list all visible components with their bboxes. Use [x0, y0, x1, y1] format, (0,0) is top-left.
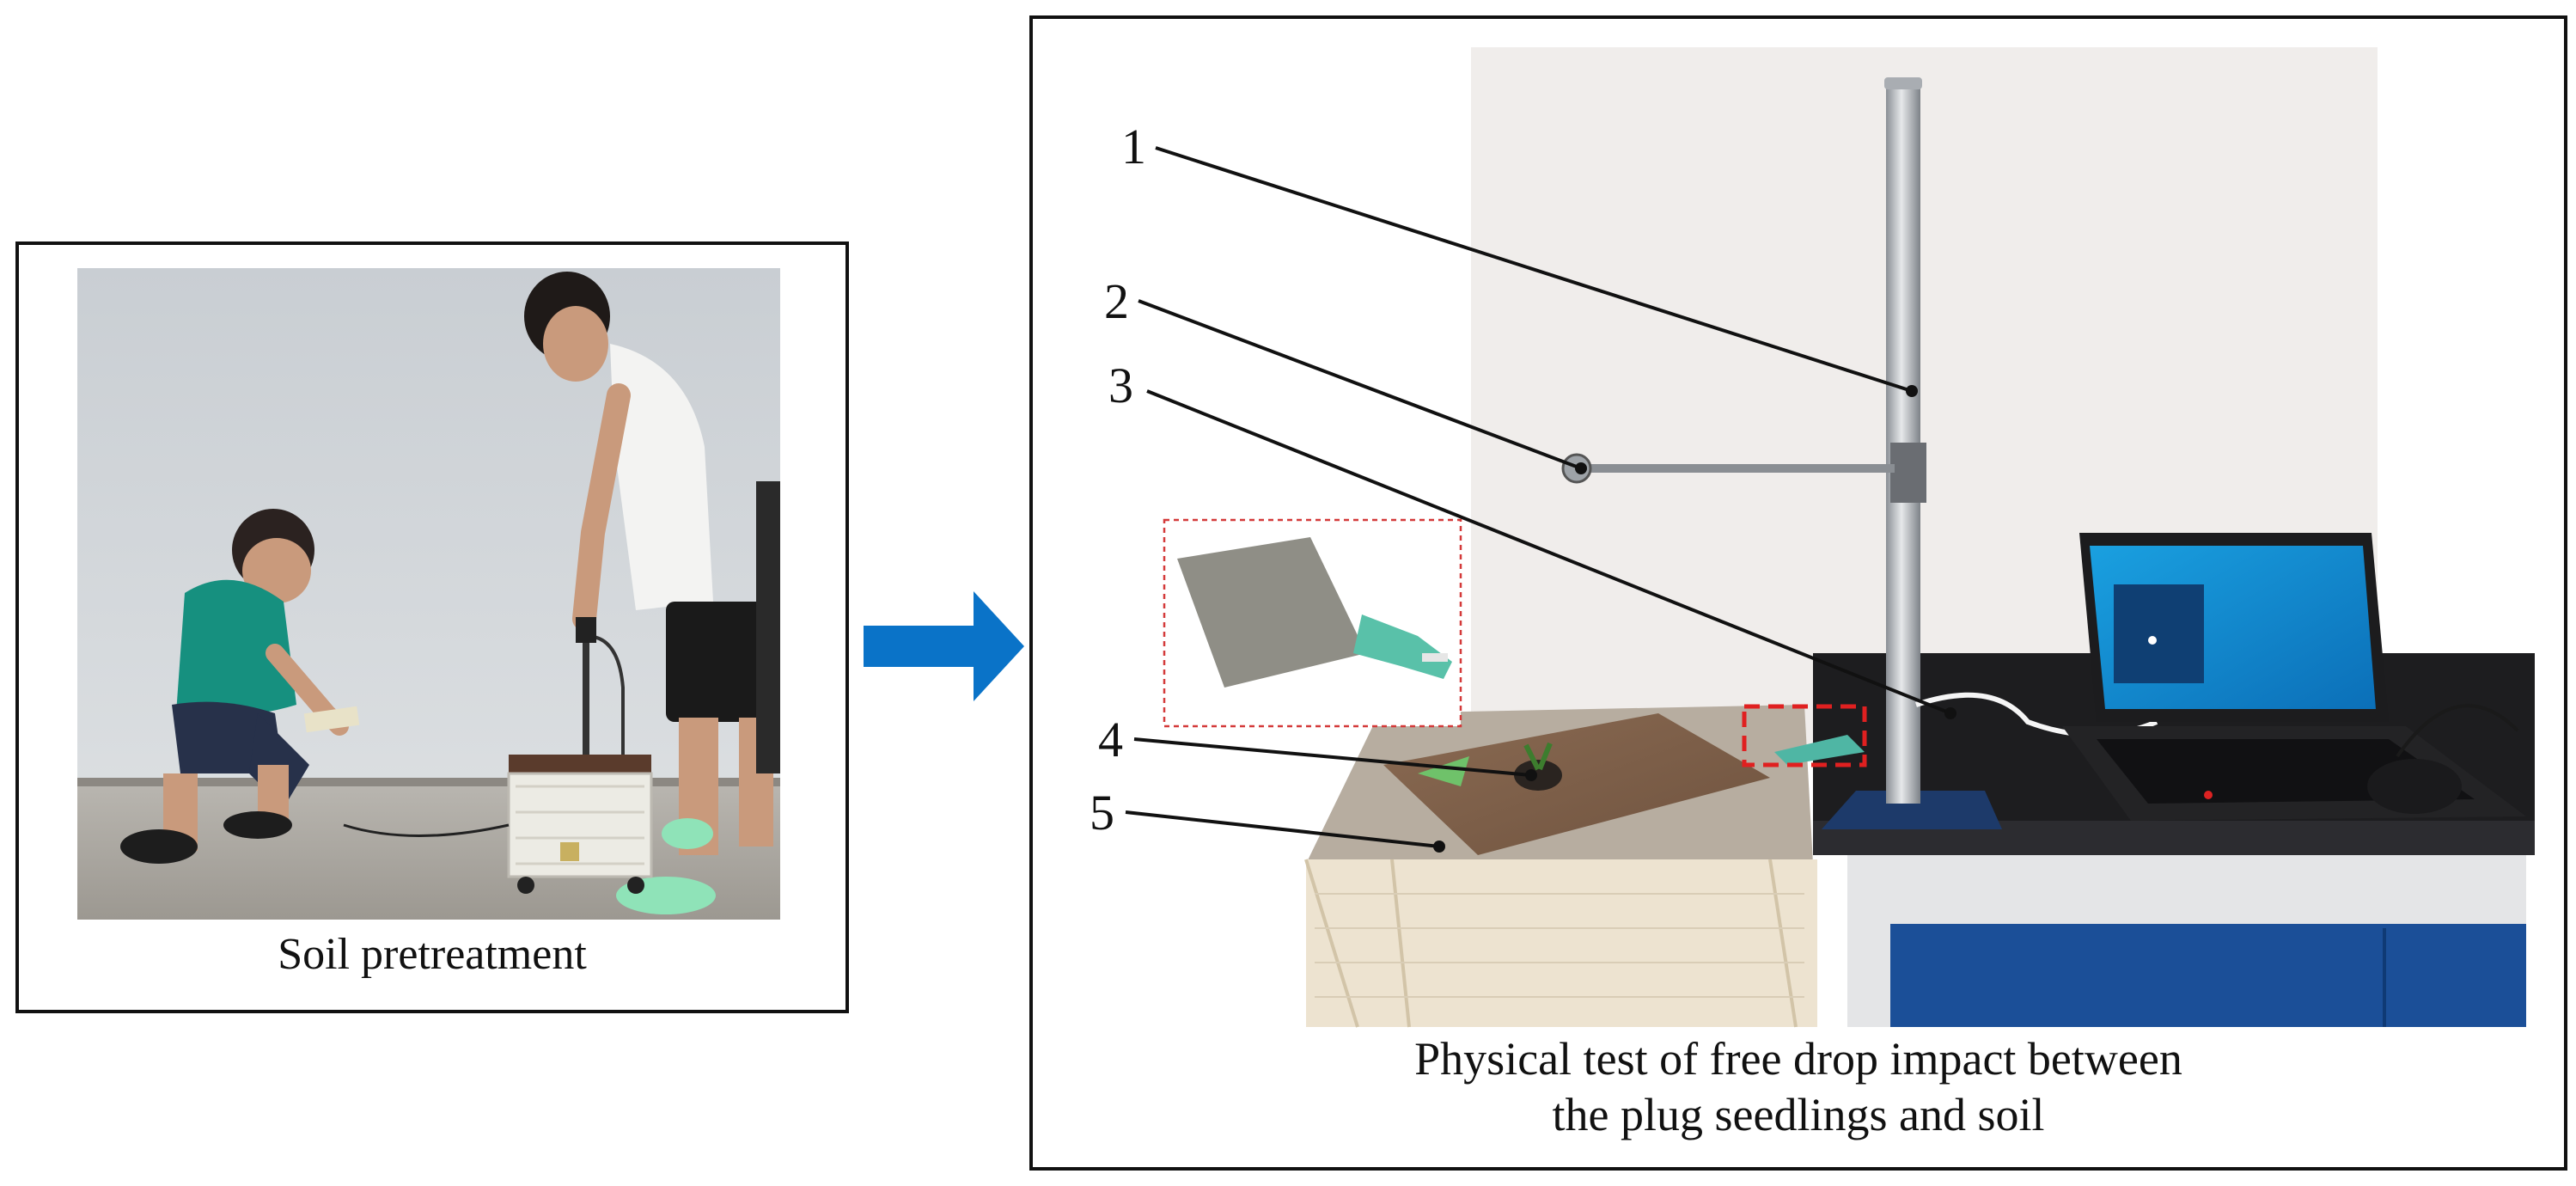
highlight-box: [1742, 704, 1867, 767]
left-panel: [15, 241, 849, 1013]
callout-label-1: 1: [1121, 119, 1146, 174]
crouching-person: [120, 509, 360, 864]
drop-test-photo: [1304, 47, 2535, 1028]
callout-dots: [1433, 385, 1956, 853]
right-panel: 1 2 3 4 5: [1029, 15, 2567, 1171]
left-panel-caption: Soil pretreatment: [278, 930, 587, 979]
process-arrow-icon: [864, 591, 1024, 701]
soil-pretreatment-photo: [77, 268, 780, 920]
right-caption-line-2: the plug seedlings and soil: [1552, 1088, 2045, 1140]
mouse: [2367, 759, 2462, 814]
seedling-tray-inset: [1163, 518, 1462, 728]
soil-box: [343, 617, 653, 894]
right-caption-line-1: Physical test of free drop impact betwee…: [1414, 1033, 2182, 1085]
plug-seedling: [1514, 742, 1562, 791]
callout-label-5: 5: [1090, 785, 1114, 841]
callout-label-3: 3: [1108, 358, 1133, 413]
callout-label-2: 2: [1104, 273, 1129, 329]
callout-label-4: 4: [1098, 712, 1123, 767]
callout-leader-lines: [1125, 146, 1951, 848]
right-panel-caption: Physical test of free drop impact betwee…: [1031, 1031, 2566, 1143]
